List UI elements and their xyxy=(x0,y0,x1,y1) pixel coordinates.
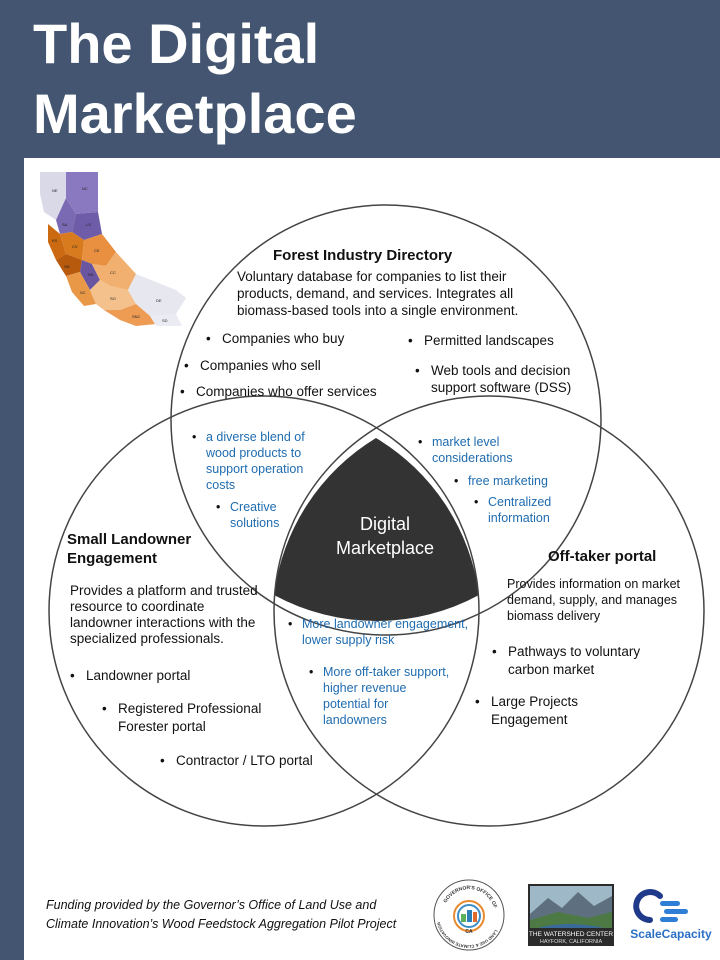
logo2-line2: HAYFORK, CALIFORNIA xyxy=(540,939,603,945)
forest-directory-title: Forest Industry Directory xyxy=(273,247,453,264)
funding-note-line2: Climate Innovation’s Wood Feedstock Aggr… xyxy=(46,917,397,931)
overlap-fo-item2: free marketing xyxy=(454,473,548,489)
header-banner: The Digital Marketplace xyxy=(0,0,720,158)
map-label: LS xyxy=(86,222,91,227)
landowner-desc-3: landowner interactions with the xyxy=(70,615,256,630)
map-region-south-coast xyxy=(104,304,156,326)
logo1-ca-text: CA xyxy=(465,929,473,935)
overlap-fl-item1-2: wood products to xyxy=(206,446,302,460)
map-region-bay xyxy=(56,254,82,276)
forest-directory-desc-1: Voluntary database for companies to list… xyxy=(237,269,507,284)
venn-center-region xyxy=(274,438,479,622)
map-region-sierra xyxy=(82,234,116,266)
venn-circle-offtaker xyxy=(273,395,705,827)
governors-office-logo: GOVERNOR'S OFFICE OF CA LAND USE & CLIMA… xyxy=(433,879,505,951)
california-map: NE NC SA LS KS CV CE SN NS CC SC SO DE S… xyxy=(40,172,186,326)
map-label: DE xyxy=(156,298,162,303)
map-label: CV xyxy=(72,244,78,249)
center-label-line2: Marketplace xyxy=(335,538,435,558)
map-label: CC xyxy=(110,270,116,275)
logo2-line1: THE WATERSHED CENTER xyxy=(529,931,613,938)
forest-item-web-tools: Web tools and decision xyxy=(415,362,570,379)
overlap-lo-item2-2: higher revenue xyxy=(323,681,407,695)
overlap-fo-item3-2: information xyxy=(488,511,550,525)
overlap-fl-item1-3: support operation xyxy=(206,462,304,476)
page-title-line1: The Digital xyxy=(33,12,320,75)
map-label: NE xyxy=(52,188,58,193)
map-region-sacramento xyxy=(60,232,84,260)
offtaker-item-carbon-2: carbon market xyxy=(508,662,595,677)
funding-note-line1: Funding provided by the Governor’s Offic… xyxy=(46,898,377,912)
overlap-fo-item1-2: considerations xyxy=(432,451,513,465)
logo3-text: ScaleCapacity xyxy=(630,927,712,941)
scalecapacity-logo: ScaleCapacity xyxy=(630,889,712,941)
map-region-south-sierra xyxy=(92,252,136,290)
map-region-lassen xyxy=(72,212,102,240)
forest-directory-desc-2: products, demand, and services. Integrat… xyxy=(237,286,514,301)
forest-item-web-tools-2: support software (DSS) xyxy=(431,380,572,395)
overlap-fl-item1-1: a diverse blend of xyxy=(192,429,305,445)
map-label: SO xyxy=(110,296,116,301)
forest-item-permitted: Permitted landscapes xyxy=(408,332,554,349)
overlap-lo-item2-1: More off-taker support, xyxy=(309,664,449,680)
overlap-fl-item2-2: solutions xyxy=(230,516,280,530)
landowner-desc-4: specialized professionals. xyxy=(70,631,224,646)
map-region-central-valley xyxy=(80,260,100,290)
page-title-line2: Marketplace xyxy=(33,82,357,145)
overlap-fl-item1-4: costs xyxy=(206,478,236,492)
forest-item-sell: Companies who sell xyxy=(184,357,321,374)
offtaker-item-large-2: Engagement xyxy=(491,712,568,727)
map-label: SC xyxy=(80,290,86,295)
landowner-desc-1: Provides a platform and trusted xyxy=(70,583,258,598)
map-region-north-coast xyxy=(40,172,66,220)
map-label: CE xyxy=(94,248,100,253)
overlap-fo-item1-1: market level xyxy=(418,434,499,450)
map-region-northeast xyxy=(66,172,98,214)
overlap-lo-item2-3: potential for xyxy=(323,697,389,711)
map-region-south xyxy=(150,314,182,326)
offtaker-desc-1: Provides information on market xyxy=(507,577,680,591)
landowner-item-contractor: Contractor / LTO portal xyxy=(160,752,313,769)
map-region-central-coast xyxy=(66,272,96,306)
center-label-line1: Digital xyxy=(359,514,411,534)
map-label: KS xyxy=(52,238,58,243)
map-region-shasta xyxy=(56,198,76,234)
map-label: SN2 xyxy=(132,314,141,319)
forest-item-buy: Companies who buy xyxy=(206,330,344,347)
left-accent-bar xyxy=(0,0,24,960)
forest-item-services: Companies who offer services xyxy=(180,383,377,400)
overlap-fo-item3-1: Centralized xyxy=(474,494,551,510)
offtaker-title: Off-taker portal xyxy=(548,548,657,565)
landowner-item-portal: Landowner portal xyxy=(70,667,190,684)
landowner-item-rpf-2: Forester portal xyxy=(118,719,206,734)
map-label: NS xyxy=(88,272,94,277)
venn-circle-forest-industry xyxy=(170,204,602,636)
offtaker-desc-2: demand, supply, and manages xyxy=(507,593,678,607)
overlap-lo-item1-1: More landowner engagement, xyxy=(288,616,468,632)
landowner-item-rpf-1: Registered Professional xyxy=(102,700,261,717)
overlap-fl-item2-1: Creative xyxy=(216,499,276,515)
map-label: SN xyxy=(64,264,70,269)
watershed-center-logo: THE WATERSHED CENTER HAYFORK, CALIFORNIA xyxy=(528,884,614,946)
landowner-title-2: Engagement xyxy=(67,550,158,567)
landowner-title-1: Small Landowner xyxy=(67,531,192,548)
map-region-desert xyxy=(128,274,186,316)
funding-note: Funding provided by the Governor’s Offic… xyxy=(46,896,396,934)
overlap-lo-item2-4: landowners xyxy=(323,713,387,727)
map-region-inland xyxy=(90,280,136,310)
map-label: SD xyxy=(162,318,168,323)
map-label: SA xyxy=(62,222,68,227)
map-label: NC xyxy=(82,186,88,191)
overlap-lo-item1-2: lower supply risk xyxy=(302,633,395,647)
forest-directory-desc-3: biomass-based tools into a single enviro… xyxy=(237,303,519,318)
offtaker-item-large-1: Large Projects xyxy=(475,693,578,710)
offtaker-item-carbon-1: Pathways to voluntary xyxy=(492,643,640,660)
landowner-desc-2: resource to coordinate xyxy=(70,599,205,614)
offtaker-desc-3: biomass delivery xyxy=(507,609,601,623)
map-region-coast-mid xyxy=(48,224,66,260)
center-label: Digital Marketplace xyxy=(304,512,466,560)
